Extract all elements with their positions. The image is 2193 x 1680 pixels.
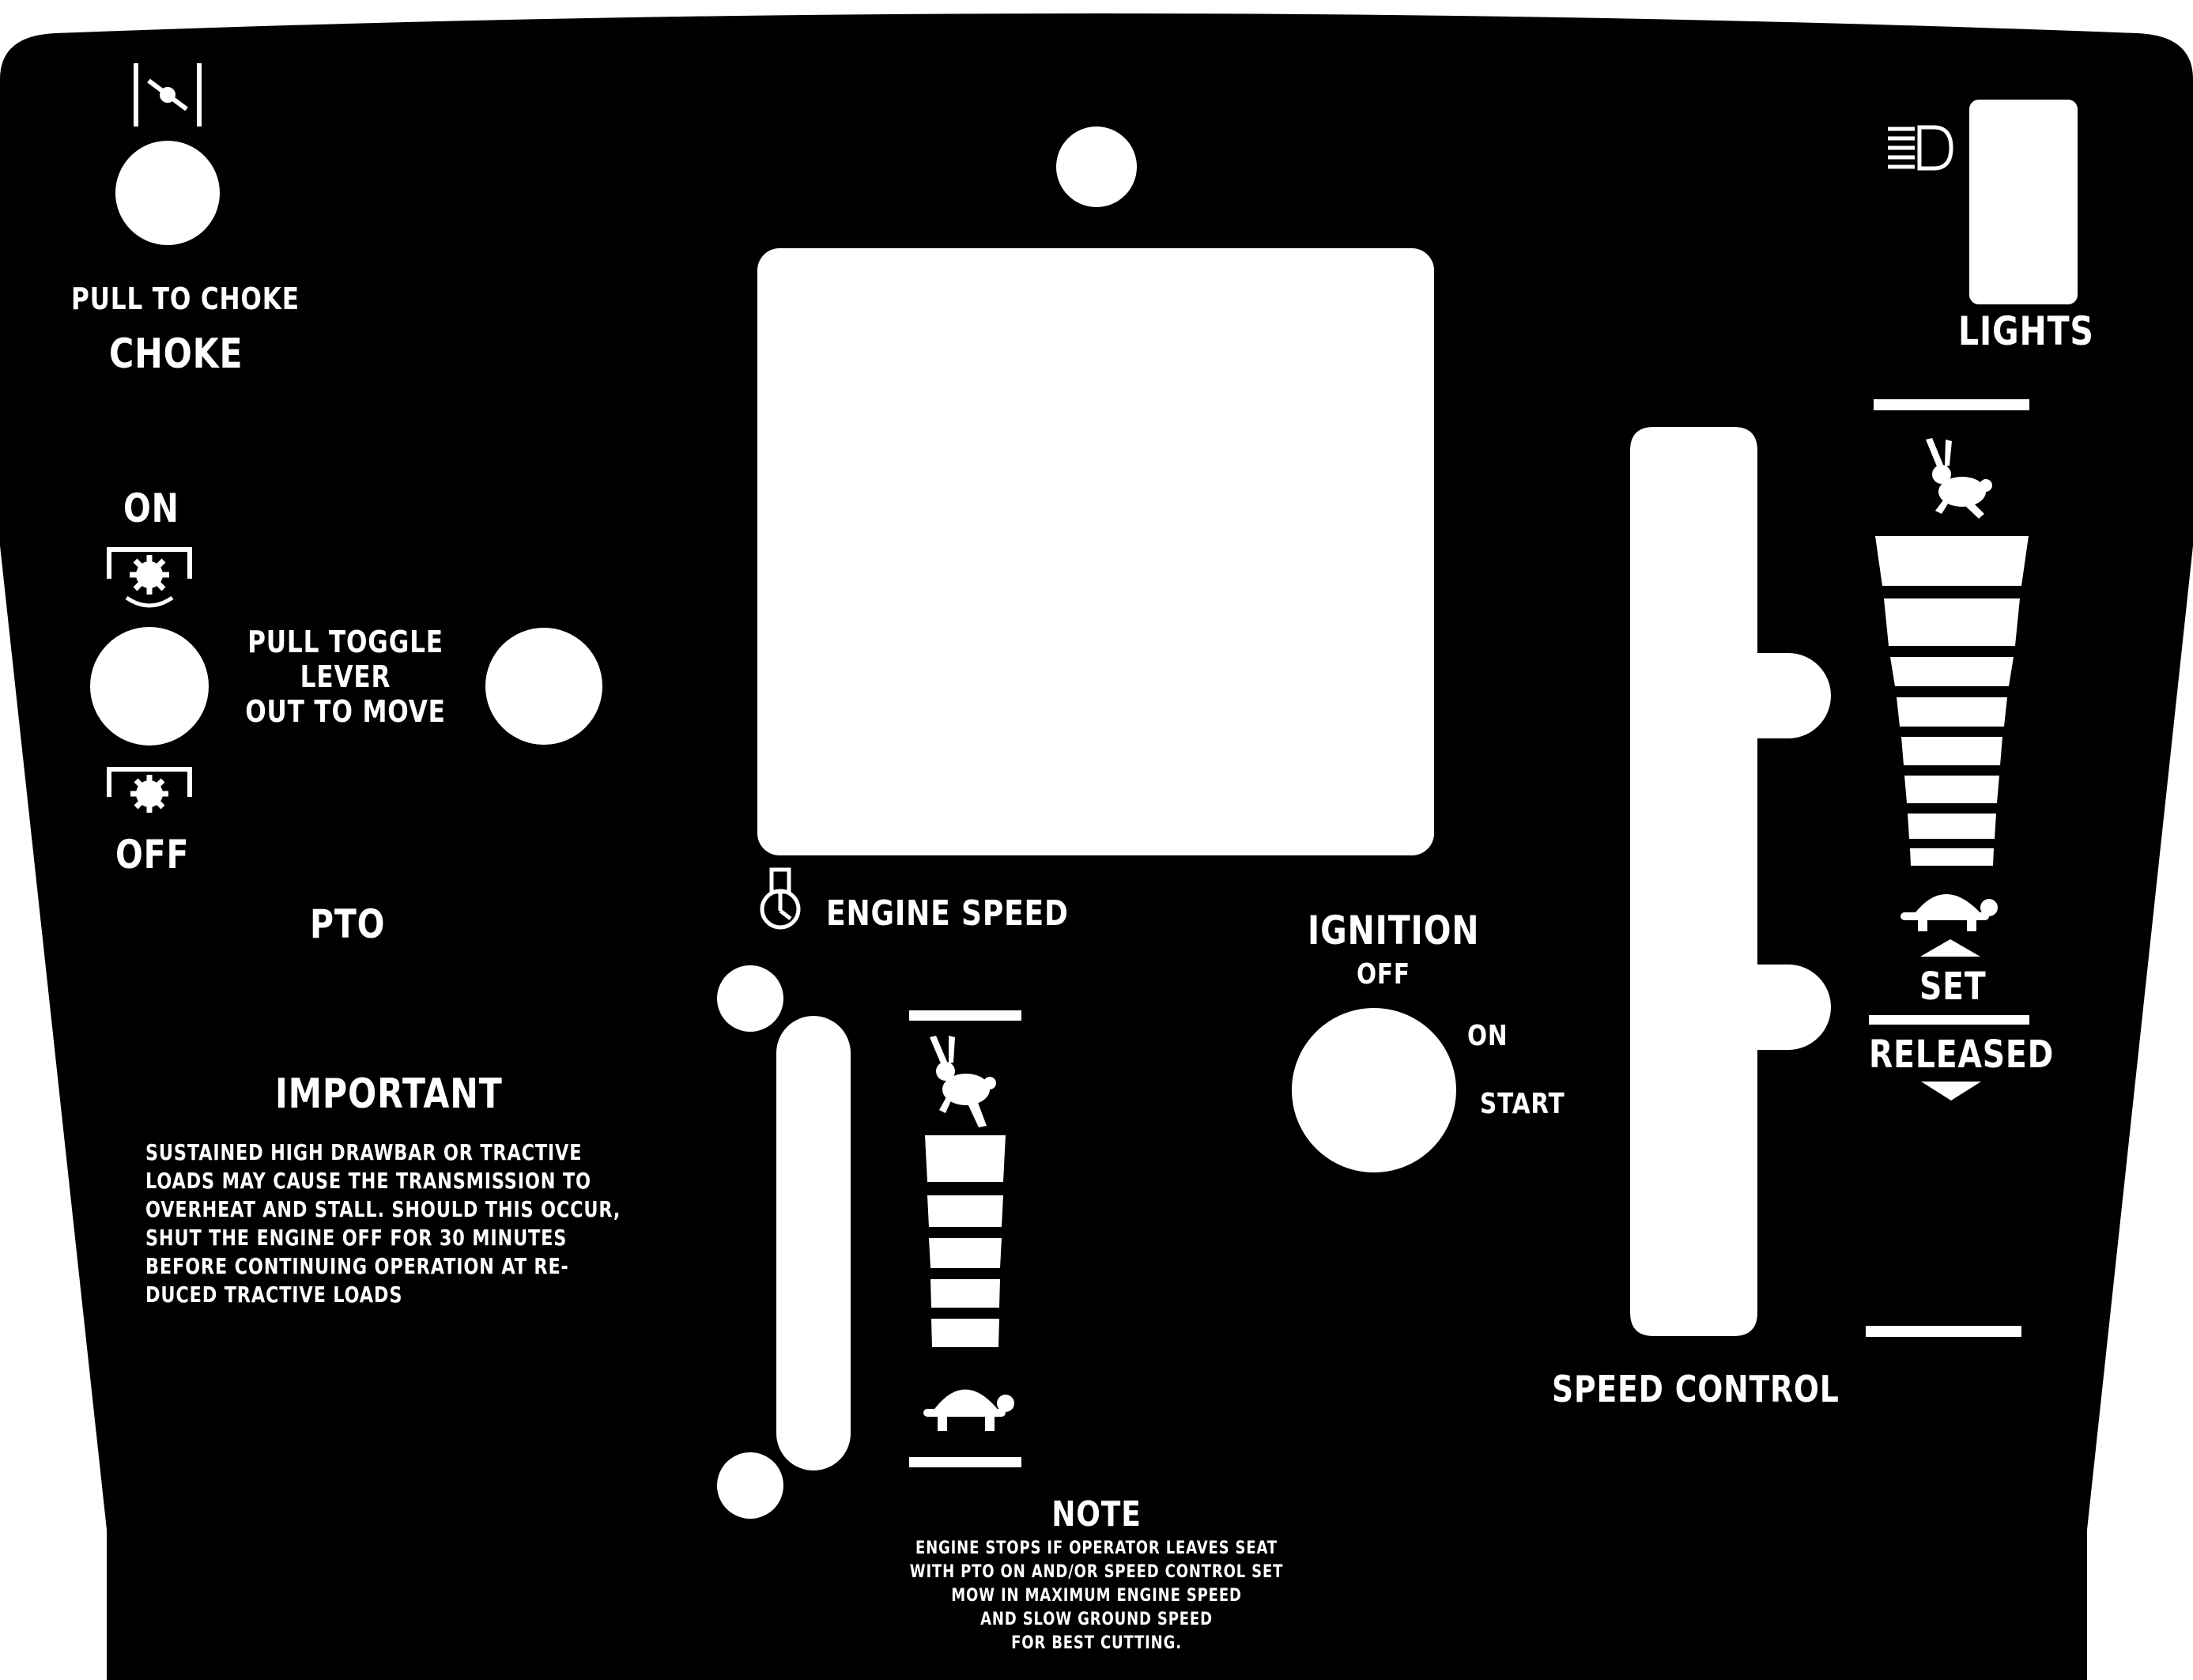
throttle-scale-bottom-bar [909,1457,1021,1467]
speed-control-title: SPEED CONTROL [1552,1368,1840,1410]
pto-toggle-instruction-3: OUT TO MOVE [245,694,446,729]
note-message: ENGINE STOPS IF OPERATOR LEAVES SEAT WIT… [910,1537,1284,1655]
speed-scale-wedge [1875,536,2029,866]
note-title: NOTE [1051,1494,1142,1535]
pto-toggle-instruction-2: LEVER [300,659,391,694]
pto-off-label: OFF [115,832,190,878]
important-title: IMPORTANT [275,1070,503,1118]
display-window [757,248,1434,855]
choke-instruction: PULL TO CHOKE [71,281,300,316]
pto-toggle-instruction-1: PULL TOGGLE [247,625,444,659]
choke-symbol-icon [134,63,202,126]
important-line: OVERHEAT AND STALL. SHOULD THIS OCCUR, [145,1196,621,1222]
important-line: LOADS MAY CAUSE THE TRANSMISSION TO [145,1168,591,1194]
pto-toggle-hole[interactable] [485,628,602,745]
set-released-divider [1869,1015,2029,1025]
lights-switch-slot[interactable] [1969,100,2078,304]
important-line: DUCED TRACTIVE LOADS [145,1282,403,1308]
arrow-down-icon [1921,1082,1981,1100]
note-line: ENGINE STOPS IF OPERATOR LEAVES SEAT [915,1538,1278,1558]
lights-title: LIGHTS [1958,308,2094,354]
ignition-on-label: ON [1467,1020,1508,1052]
throttle-icon [760,867,801,930]
note-line: FOR BEST CUTTING. [1011,1633,1182,1653]
note-line: WITH PTO ON AND/OR SPEED CONTROL SET [909,1562,1284,1582]
mounting-hole-top [1056,126,1137,207]
speed-control-lever-slot[interactable] [1630,427,1831,1336]
choke-title: CHOKE [109,330,243,378]
throttle-scale-wedge [925,1135,1006,1347]
important-line: SHUT THE ENGINE OFF FOR 30 MINUTES [145,1225,568,1251]
pto-title: PTO [310,901,386,947]
throttle-lever-slot[interactable] [776,1016,851,1470]
important-line: BEFORE CONTINUING OPERATION AT RE- [145,1253,569,1279]
rabbit-icon [1926,438,1992,519]
speed-control-released-label: RELEASED [1869,1033,2055,1077]
throttle-scale-top-bar [909,1010,1021,1021]
note-line: AND SLOW GROUND SPEED [980,1610,1213,1629]
turtle-icon [923,1389,1014,1431]
ignition-title: IGNITION [1308,908,1480,953]
speed-scale-bottom-bar [1866,1326,2021,1337]
ignition-key-hole[interactable] [1292,1008,1456,1172]
ignition-off-label: OFF [1357,958,1410,991]
choke-knob-hole[interactable] [115,141,220,245]
turtle-icon [1900,894,1998,931]
speed-control-set-label: SET [1919,965,1987,1009]
throttle-pivot-hole-top [717,965,783,1032]
arrow-up-icon [1920,939,1980,957]
important-message: SUSTAINED HIGH DRAWBAR OR TRACTIVE LOADS… [145,1138,621,1309]
engine-speed-title: ENGINE SPEED [826,893,1069,934]
pto-knob-hole[interactable] [90,627,209,746]
rabbit-icon [930,1036,996,1127]
throttle-pivot-hole-bottom [717,1452,783,1519]
note-line: MOW IN MAXIMUM ENGINE SPEED [951,1586,1242,1606]
pto-on-label: ON [123,485,179,531]
pto-engaged-icon [107,547,192,608]
important-line: SUSTAINED HIGH DRAWBAR OR TRACTIVE [145,1139,583,1165]
speed-scale-top-bar [1874,399,2029,410]
headlight-icon [1888,125,1953,171]
ignition-start-label: START [1480,1088,1565,1120]
pto-disengaged-icon [107,767,192,813]
